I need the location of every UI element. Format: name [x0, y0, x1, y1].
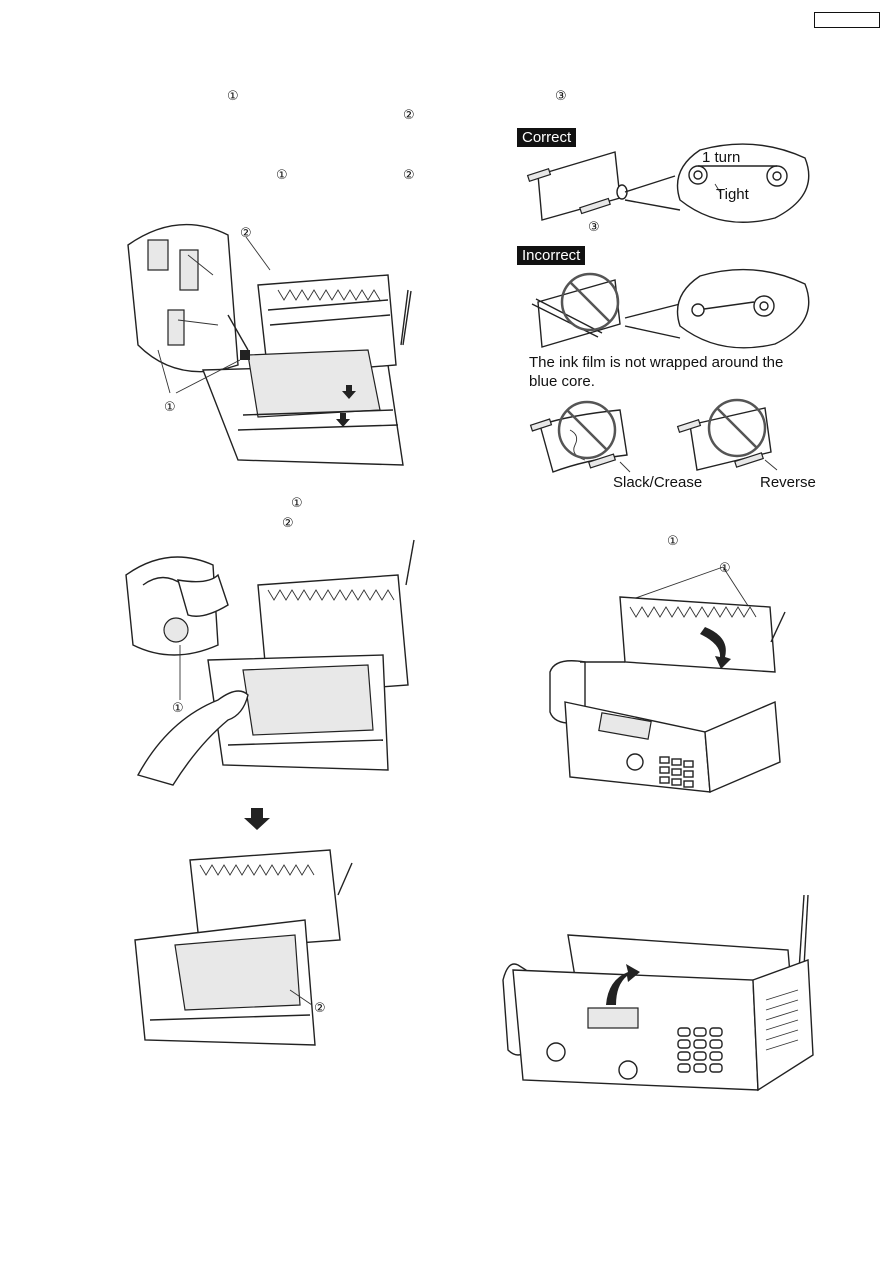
page-id-box [814, 12, 880, 28]
callout-1: ① [719, 561, 731, 576]
figure-fax-closed [498, 890, 818, 1095]
figure-incorrect-slack-reverse [525, 398, 825, 495]
figure-ink-film-install: ② ① [118, 215, 418, 480]
fax-illustration-close [549, 566, 786, 794]
figure-correct-roll: 1 turn Tight ③ [520, 140, 820, 235]
curved-arrow-icon [700, 627, 731, 669]
bubble-turn-label: 1 turn [702, 149, 741, 166]
step-marker: ① [276, 168, 288, 183]
fax-illustration-3 [134, 849, 353, 1046]
fax-illustration-1 [127, 223, 412, 466]
incorrect-badge: Incorrect [517, 246, 586, 265]
step-marker: ③ [555, 89, 567, 104]
slack-crease-label: Slack/Crease [613, 474, 703, 491]
callout-2: ② [240, 226, 252, 241]
curved-arrow-icon [606, 964, 640, 1005]
figure-film-installed: ② [130, 845, 370, 1060]
correct-badge: Correct [517, 128, 577, 147]
callout-1: ① [164, 400, 176, 415]
fax-illustration-closed [502, 894, 814, 1092]
correct-roll-illustration [526, 143, 810, 223]
step-marker: ① [227, 89, 239, 104]
step-marker: ② [282, 516, 294, 531]
fax-illustration-2 [125, 539, 415, 786]
down-arrow-icon [244, 808, 270, 830]
figure-incorrect-core [520, 262, 820, 357]
step-marker: ① [667, 534, 679, 549]
reverse-label: Reverse [760, 474, 816, 491]
callout-2: ② [314, 1001, 326, 1016]
incorrect-core-illustration [531, 268, 810, 349]
figure-turn-gear: ① [118, 539, 418, 795]
bubble-tight-label: Tight [716, 186, 749, 203]
step-marker: ① [291, 496, 303, 511]
step-marker: ② [403, 168, 415, 183]
callout-3: ③ [588, 220, 600, 235]
incorrect-caption-line2: blue core. [529, 373, 595, 390]
prohibited-icon [560, 272, 620, 332]
incorrect-caption-line1: The ink film is not wrapped around the [529, 354, 784, 371]
step-marker: ② [403, 108, 415, 123]
figure-close-cover: ① [545, 561, 800, 794]
callout-1: ① [172, 701, 184, 716]
incorrect-slack-reverse-illustration [529, 398, 778, 473]
